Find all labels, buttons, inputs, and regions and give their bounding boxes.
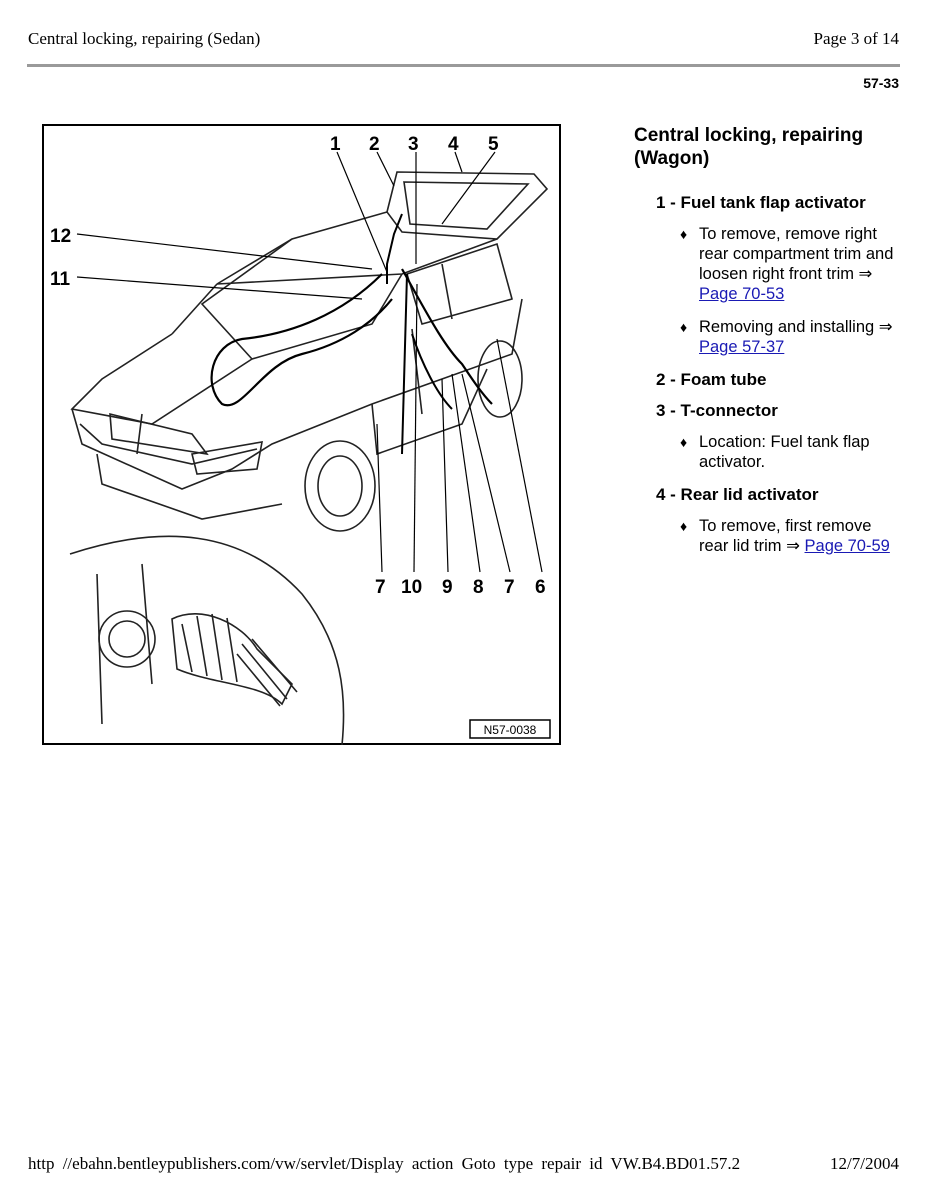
document-title: Central locking, repairing (Sedan) bbox=[28, 29, 261, 48]
bullet-text: Location: Fuel tank flap activator. bbox=[699, 433, 870, 471]
item-3-label: 3 - T-connector bbox=[656, 401, 778, 420]
item-4-bullets: ♦ To remove, first remove rear lid trim … bbox=[634, 516, 900, 556]
bullet-text: To remove, first remove rear lid trim ⇒ bbox=[699, 517, 872, 555]
item-1-label: 1 - Fuel tank flap activator bbox=[656, 193, 866, 212]
bullet-item: ♦ Removing and installing ⇒ Page 57-37 bbox=[680, 317, 900, 357]
car-body-illustration bbox=[69, 171, 549, 745]
bullet-item: ♦ To remove, first remove rear lid trim … bbox=[680, 516, 900, 556]
callout-11: 11 bbox=[50, 269, 71, 290]
item-1-bullets: ♦ To remove, remove right rear compartme… bbox=[634, 224, 900, 357]
page-indicator: Page 3 of 14 bbox=[813, 29, 899, 48]
callout-7-left: 7 bbox=[375, 577, 386, 598]
item-4-label: 4 - Rear lid activator bbox=[656, 485, 819, 504]
callout-3: 3 bbox=[408, 134, 419, 155]
procedure-content: Central locking, repairing (Wagon) 1 - F… bbox=[634, 124, 900, 569]
callout-1: 1 bbox=[330, 134, 341, 155]
diamond-bullet-icon: ♦ bbox=[680, 226, 688, 242]
item-3-bullets: ♦ Location: Fuel tank flap activator. bbox=[634, 432, 900, 472]
bullet-text: To remove, remove right rear compartment… bbox=[699, 225, 894, 283]
page-link[interactable]: Page 57-37 bbox=[699, 338, 785, 356]
item-2-label: 2 - Foam tube bbox=[656, 370, 767, 389]
diamond-bullet-icon: ♦ bbox=[680, 319, 688, 335]
callout-9: 9 bbox=[442, 577, 453, 598]
bullet-text: Removing and installing ⇒ bbox=[699, 318, 893, 336]
page-link[interactable]: Page 70-53 bbox=[699, 285, 785, 303]
diamond-bullet-icon: ♦ bbox=[680, 434, 688, 450]
wiring-diagram-figure: 1 2 3 4 5 12 11 7 10 9 8 7 6 N57-0038 bbox=[42, 124, 561, 745]
callout-4: 4 bbox=[448, 134, 459, 155]
footer-date: 12/7/2004 bbox=[830, 1154, 899, 1173]
header-divider bbox=[27, 64, 900, 67]
page-link[interactable]: Page 70-59 bbox=[804, 537, 890, 555]
footer-url: http //ebahn.bentleypublishers.com/vw/se… bbox=[28, 1154, 741, 1173]
callout-7-right: 7 bbox=[504, 577, 515, 598]
section-title: Central locking, repairing (Wagon) bbox=[634, 125, 864, 169]
repair-page-number: 57-33 bbox=[863, 75, 899, 91]
bullet-item: ♦ Location: Fuel tank flap activator. bbox=[680, 432, 900, 472]
callout-5: 5 bbox=[488, 134, 499, 155]
callout-8: 8 bbox=[473, 577, 484, 598]
callout-6: 6 bbox=[535, 577, 546, 598]
callout-2: 2 bbox=[369, 134, 380, 155]
callout-leader-lines bbox=[76, 151, 543, 573]
callout-12: 12 bbox=[50, 226, 71, 247]
figure-code: N57-0038 bbox=[484, 723, 537, 737]
bullet-item: ♦ To remove, remove right rear compartme… bbox=[680, 224, 900, 304]
callout-10: 10 bbox=[401, 577, 422, 598]
diamond-bullet-icon: ♦ bbox=[680, 518, 688, 534]
